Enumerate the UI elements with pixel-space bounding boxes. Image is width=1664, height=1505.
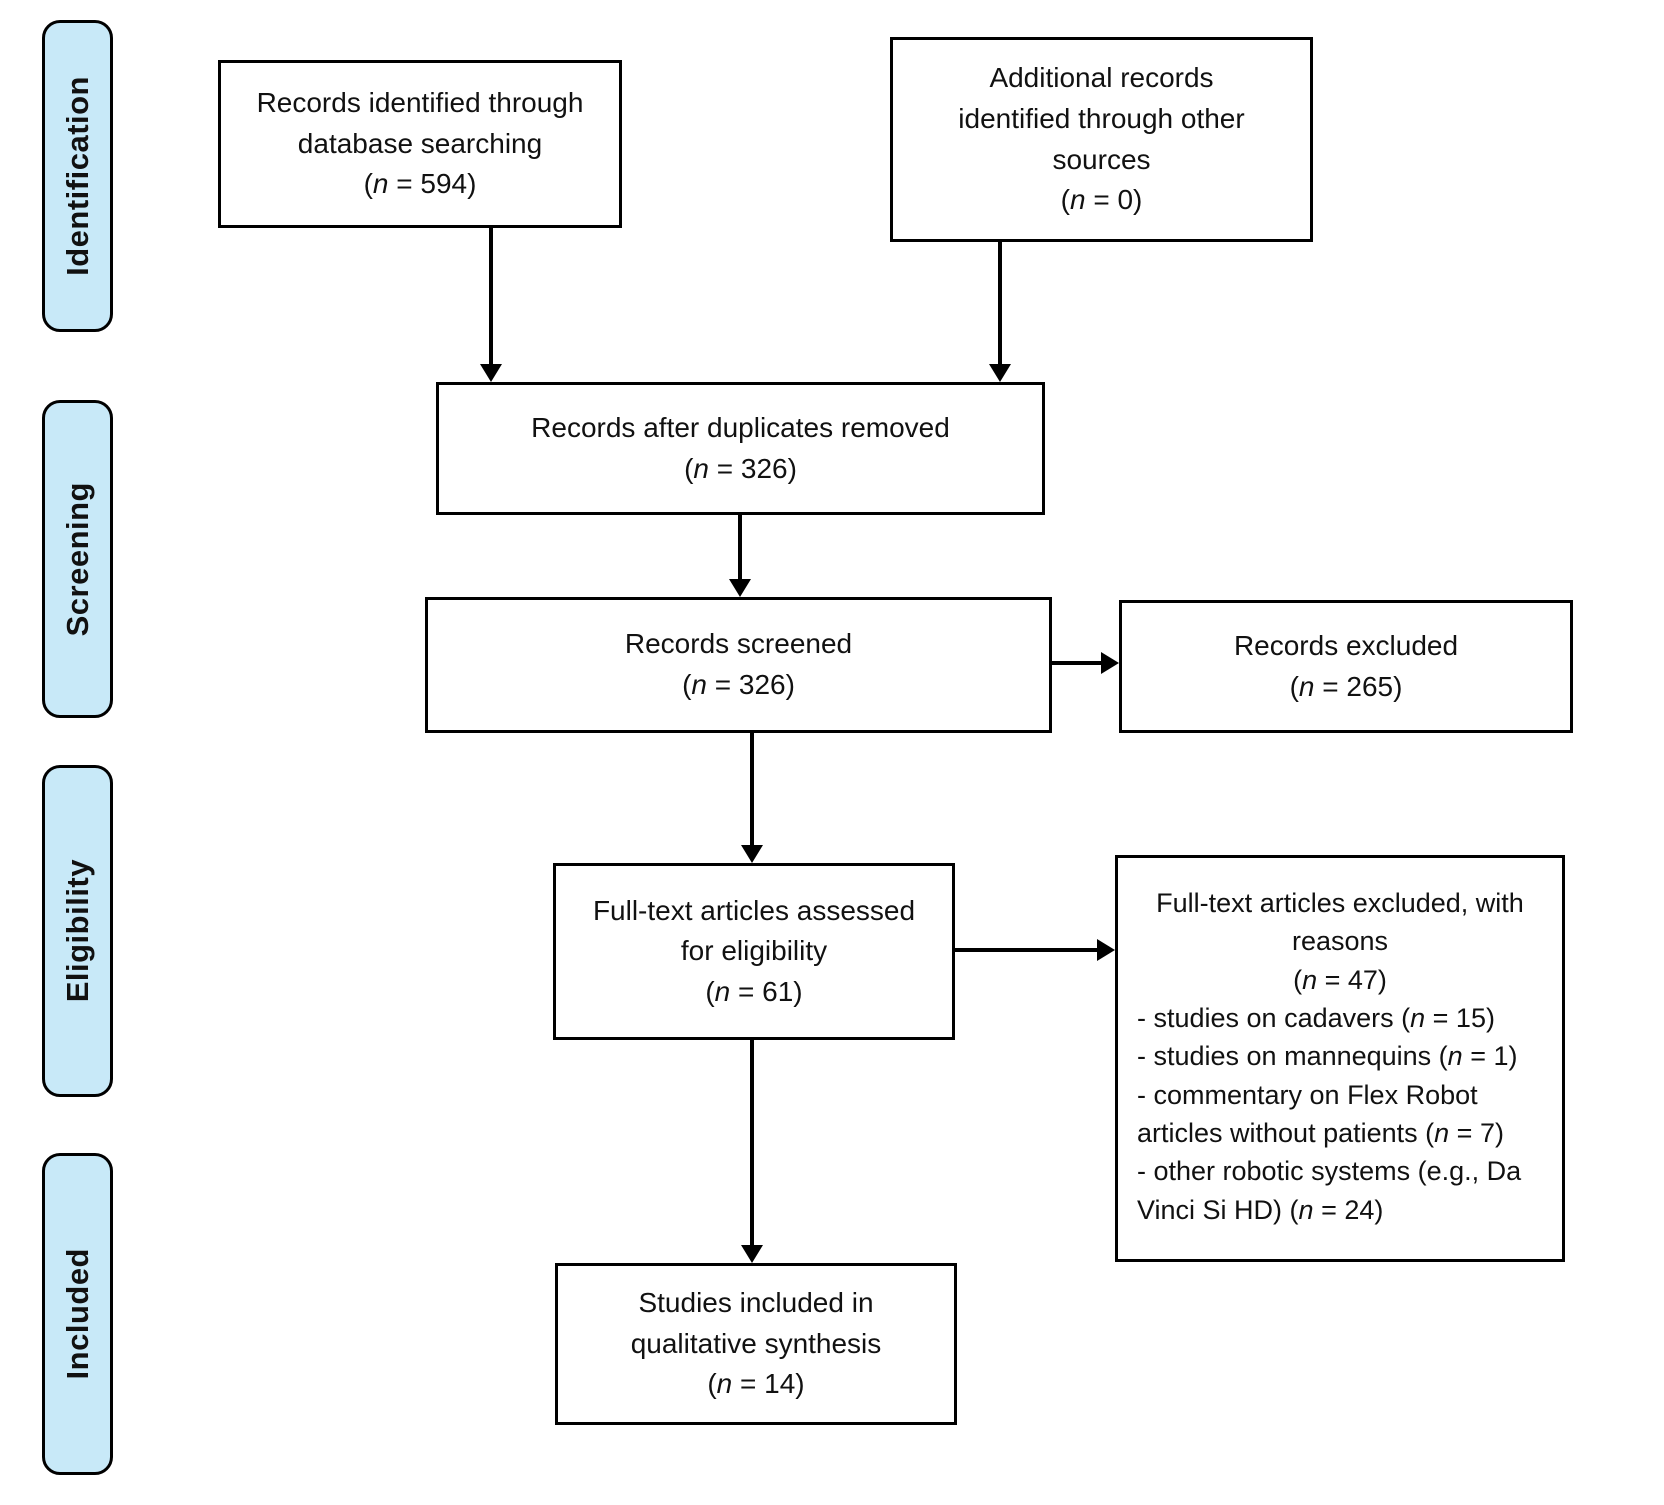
box-text: Full-text articles excluded, with reason… xyxy=(1156,888,1524,957)
flow-box-fulltext-assessed: Full-text articles assessed for eligibil… xyxy=(553,863,955,1040)
box-count: (n = 61) xyxy=(705,975,803,1007)
connector-screened-to-excluded xyxy=(1052,661,1104,665)
arrowhead-down-icon xyxy=(480,364,502,382)
stage-label-screening: Screening xyxy=(59,481,95,637)
stage-tab-included: Included xyxy=(42,1153,113,1475)
box-text: Full-text articles assessed for eligibil… xyxy=(592,894,916,967)
arrowhead-down-icon xyxy=(989,364,1011,382)
box-count: (n = 326) xyxy=(682,669,795,700)
arrowhead-down-icon xyxy=(741,1245,763,1263)
arrowhead-down-icon xyxy=(729,579,751,597)
exclusion-reasons-list: - studies on cadavers (n = 15) - studies… xyxy=(1137,999,1543,1229)
flow-box-records-identified: Records identified through database sear… xyxy=(218,60,622,228)
flow-box-additional-records: Additional records identified through ot… xyxy=(890,37,1313,242)
box-count: (n = 265) xyxy=(1289,670,1403,702)
connector-assessed-to-ft-excluded xyxy=(955,948,1100,952)
flow-box-after-duplicates: Records after duplicates removed (n = 32… xyxy=(436,382,1045,515)
arrowhead-right-icon xyxy=(1101,652,1119,674)
exclusion-reason: - studies on cadavers (n = 15) xyxy=(1137,1002,1495,1033)
box-text: Records excluded xyxy=(1233,629,1459,661)
stage-label-included: Included xyxy=(59,1248,95,1380)
box-count: (n = 14) xyxy=(707,1368,805,1400)
flow-box-records-excluded: Records excluded (n = 265) xyxy=(1119,600,1573,733)
box-count: (n = 594) xyxy=(363,168,477,200)
connector-assessed-to-included xyxy=(750,1040,754,1248)
exclusion-reason: - commentary on Flex Robot articles with… xyxy=(1137,1079,1504,1148)
box-text: Records identified through database sear… xyxy=(256,87,584,159)
box-text: Additional records identified through ot… xyxy=(958,62,1245,175)
stage-label-identification: Identification xyxy=(59,76,95,276)
exclusion-reason: - studies on mannequins (n = 1) xyxy=(1137,1041,1518,1072)
flow-box-records-screened: Records screened (n = 326) xyxy=(425,597,1052,733)
arrowhead-right-icon xyxy=(1097,939,1115,961)
flow-box-studies-included: Studies included in qualitative synthesi… xyxy=(555,1263,957,1425)
connector-identified-to-duplicates xyxy=(489,228,493,368)
connector-additional-to-duplicates xyxy=(998,242,1002,368)
box-count: (n = 0) xyxy=(1060,184,1143,216)
box-count: (n = 47) xyxy=(1293,964,1387,995)
exclusion-reason: - other robotic systems (e.g., Da Vinci … xyxy=(1137,1156,1522,1225)
arrowhead-down-icon xyxy=(741,845,763,863)
box-count: (n = 326) xyxy=(684,452,797,484)
box-text: Studies included in qualitative synthesi… xyxy=(630,1287,882,1359)
stage-tab-eligibility: Eligibility xyxy=(42,765,113,1097)
box-text: Records screened xyxy=(624,628,853,660)
stage-tab-screening: Screening xyxy=(42,400,113,718)
stage-label-eligibility: Eligibility xyxy=(59,859,95,1003)
stage-tab-identification: Identification xyxy=(42,20,113,332)
box-text: Records after duplicates removed xyxy=(531,411,950,443)
connector-duplicates-to-screened xyxy=(738,515,742,582)
connector-screened-to-assessed xyxy=(750,733,754,848)
flow-box-fulltext-excluded: Full-text articles excluded, with reason… xyxy=(1115,855,1565,1262)
